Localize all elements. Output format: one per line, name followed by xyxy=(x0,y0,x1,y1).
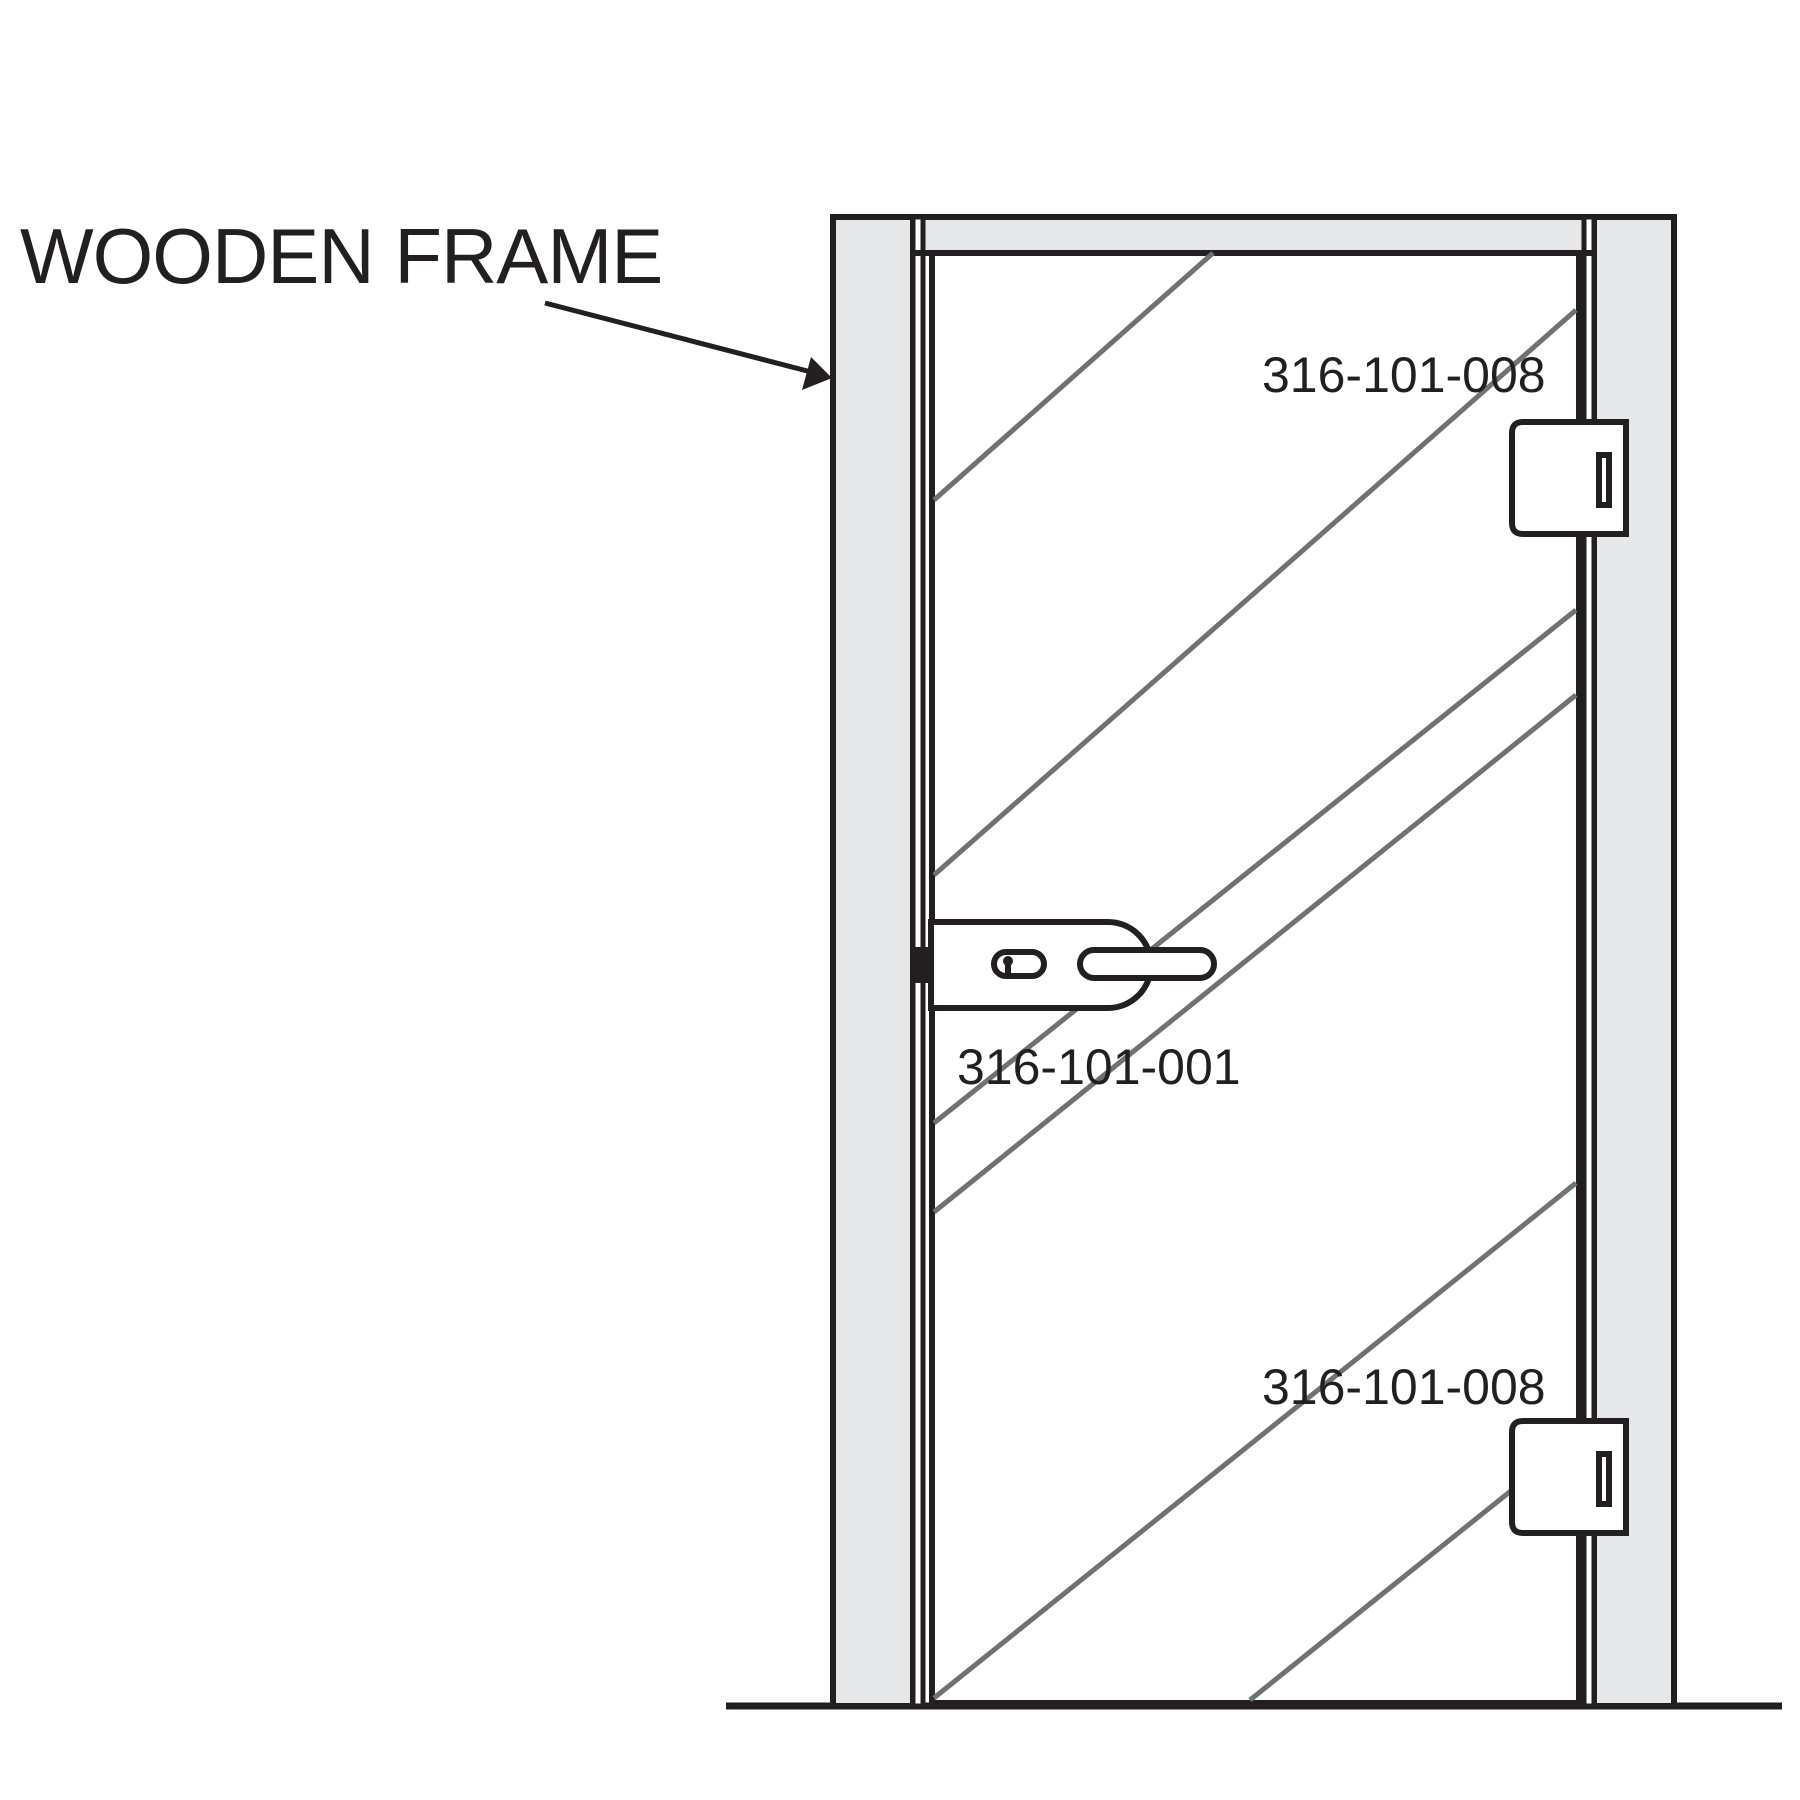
hinge-top xyxy=(1509,419,1629,537)
arrow-shaft xyxy=(544,300,816,376)
hinge-top-plate xyxy=(1596,452,1612,508)
hinge-bottom xyxy=(1509,1418,1629,1536)
glass-line-6 xyxy=(1248,1488,1514,1702)
frame-right-stop xyxy=(1581,214,1597,1709)
arrow-head xyxy=(802,357,832,390)
glass-line-3 xyxy=(932,608,1578,1125)
glass-line-2 xyxy=(932,308,1578,877)
hinge-top-part-number: 316-101-008 xyxy=(1262,347,1546,403)
hinge-bottom-part-number: 316-101-008 xyxy=(1262,1359,1546,1415)
arrow-pointer-icon xyxy=(544,300,832,390)
glass-line-1 xyxy=(932,251,1215,502)
frame-top-header xyxy=(830,214,1677,256)
frame-left-jamb xyxy=(830,214,916,1709)
lock-handle xyxy=(913,919,1217,1011)
hinge-bottom-plate xyxy=(1596,1451,1612,1507)
lock-part-number: 316-101-001 xyxy=(957,1039,1241,1095)
glass-line-5 xyxy=(932,1181,1578,1700)
glass-reflection-lines xyxy=(932,251,1578,1702)
wooden-frame-label: WOODEN FRAME xyxy=(20,212,662,300)
lock-strike-plate xyxy=(913,947,931,983)
lever-handle xyxy=(1077,947,1217,981)
keyhole-icon xyxy=(991,949,1047,979)
glass-line-4 xyxy=(932,693,1578,1214)
keyhole-slot xyxy=(1005,961,1011,973)
keyhole-outline xyxy=(991,949,1047,979)
